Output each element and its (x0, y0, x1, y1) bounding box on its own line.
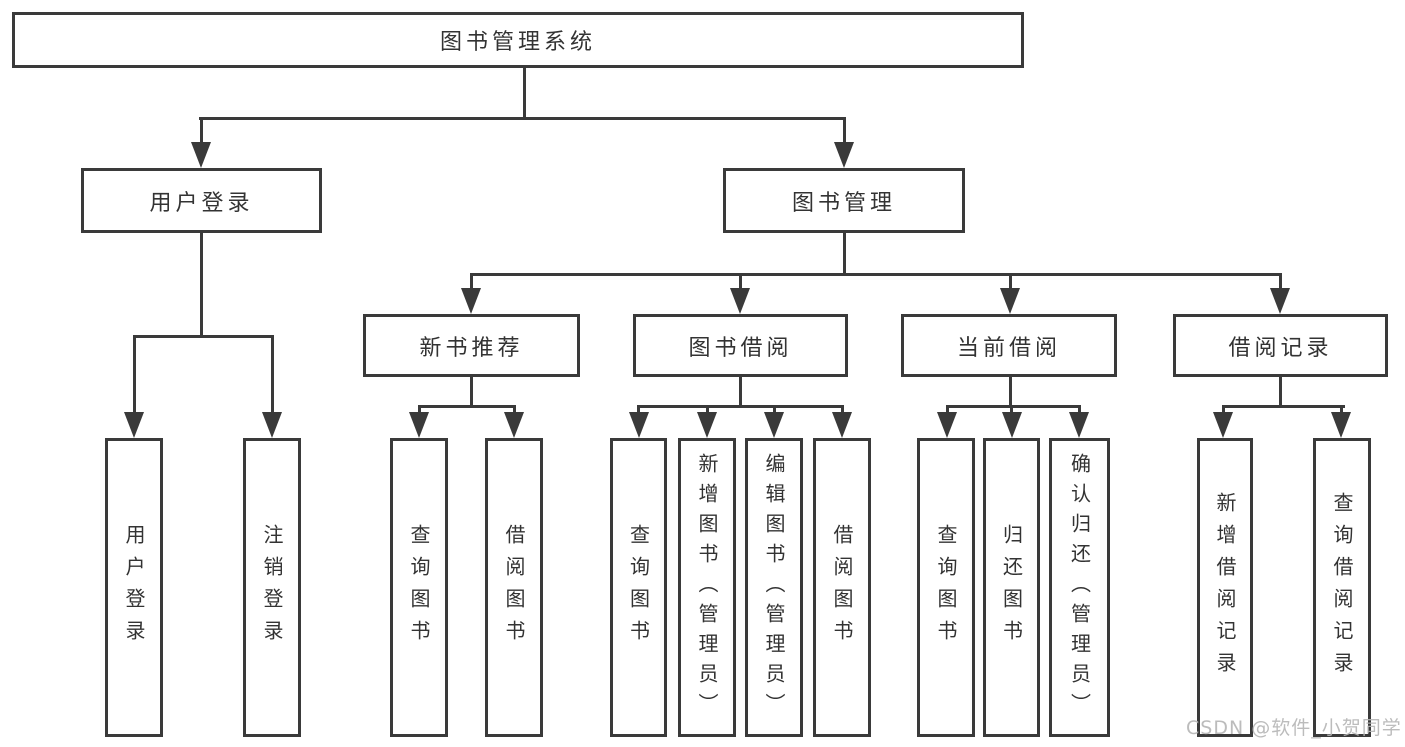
connector-stem-leaf-user-login (132, 338, 136, 413)
node-user-login-label: 用户登录 (149, 190, 254, 216)
leaf-user-login: 用户登录 (105, 438, 163, 737)
connector-stem (1339, 408, 1343, 414)
leaf-recommend-query-books-label: 查询图书 (407, 523, 431, 652)
leaf-borrow-add-books-admin: 新增图书（管理员） (678, 438, 736, 737)
connector-stem (1221, 408, 1225, 414)
node-borrow-records-label: 借阅记录 (1228, 335, 1333, 361)
leaf-user-login-label: 用户登录 (122, 523, 146, 652)
node-root-label: 图书管理系统 (439, 30, 596, 55)
node-new-book-recommend-label: 新书推荐 (419, 335, 524, 361)
node-new-book-recommend: 新书推荐 (363, 314, 580, 377)
connector-stem (1010, 408, 1013, 414)
leaf-records-add-record: 新增借阅记录 (1197, 438, 1253, 737)
arrowhead-down (937, 412, 957, 438)
node-root: 图书管理系统 (12, 12, 1024, 68)
connector-recommend-drop (469, 377, 473, 408)
connector-login-bar (132, 335, 274, 338)
leaf-borrow-edit-books-admin-label: 编辑图书（管理员） (762, 452, 786, 723)
arrowhead-down (697, 412, 717, 438)
arrowhead-down-leaf-user-login (124, 412, 144, 438)
arrowhead-down (1001, 412, 1022, 438)
connector-records-drop (1278, 377, 1282, 408)
arrowhead-down-current (1000, 288, 1020, 314)
arrowhead-down-login (191, 142, 211, 168)
leaf-borrow-borrow-books: 借阅图书 (813, 438, 871, 737)
csdn-watermark: CSDN @软件_小贺同学 (1186, 717, 1402, 739)
connector-stem (637, 408, 640, 414)
leaf-borrow-query-books-label: 查询图书 (626, 523, 651, 652)
connector-stem (840, 408, 844, 414)
connector-records-bar (1221, 405, 1345, 408)
arrowhead-down (1213, 412, 1233, 438)
connector-stem (417, 408, 421, 414)
arrowhead-down (764, 412, 784, 438)
arrowhead-down-recommend (461, 288, 481, 314)
connector-stem-records (1278, 276, 1282, 289)
arrowhead-down (409, 412, 429, 438)
connector-stem-recommend (469, 276, 473, 289)
leaf-borrow-query-books: 查询图书 (610, 438, 667, 737)
arrowhead-down (832, 412, 852, 438)
leaf-current-return-books: 归还图书 (983, 438, 1040, 737)
connector-stem (1077, 408, 1081, 414)
connector-stem-leaf-logout (270, 338, 274, 413)
leaf-logout-label: 注销登录 (260, 523, 284, 652)
leaf-recommend-borrow-books: 借阅图书 (485, 438, 543, 737)
connector-level2-bar (199, 117, 846, 120)
connector-root-drop (523, 68, 526, 120)
arrowhead-down (628, 412, 649, 438)
leaf-borrow-borrow-books-label: 借阅图书 (830, 523, 854, 652)
connector-stem-login (199, 120, 203, 144)
connector-stem-management (842, 120, 846, 144)
connector-borrow-drop (738, 377, 742, 408)
connector-stem-current (1008, 276, 1012, 289)
connector-borrow-bar (637, 405, 844, 408)
node-current-borrow: 当前借阅 (901, 314, 1117, 377)
connector-login-drop (199, 233, 203, 338)
leaf-borrow-edit-books-admin: 编辑图书（管理员） (745, 438, 803, 737)
node-book-borrow: 图书借阅 (633, 314, 848, 377)
connector-stem (772, 408, 776, 414)
node-borrow-records: 借阅记录 (1173, 314, 1388, 377)
leaf-current-return-books-label: 归还图书 (999, 523, 1024, 652)
leaf-recommend-borrow-books-label: 借阅图书 (502, 523, 526, 652)
leaf-current-confirm-return-admin: 确认归还（管理员） (1049, 438, 1110, 737)
connector-stem (945, 408, 949, 414)
leaf-records-add-record-label: 新增借阅记录 (1213, 491, 1237, 684)
connector-stem (705, 408, 709, 414)
leaf-records-query-record-label: 查询借阅记录 (1330, 491, 1354, 684)
leaf-current-query-books-label: 查询图书 (934, 523, 958, 652)
connector-stem (512, 408, 516, 414)
connector-current-bar (945, 405, 1081, 408)
connector-recommend-bar (417, 405, 516, 408)
node-current-borrow-label: 当前借阅 (956, 335, 1061, 361)
node-user-login: 用户登录 (81, 168, 322, 233)
leaf-logout: 注销登录 (243, 438, 301, 737)
connector-current-drop (1008, 377, 1012, 408)
arrowhead-down-management (834, 142, 854, 168)
arrowhead-down-leaf-logout (262, 412, 282, 438)
leaf-recommend-query-books: 查询图书 (390, 438, 448, 737)
arrowhead-down (504, 412, 524, 438)
arrowhead-down (1069, 412, 1089, 438)
node-book-management-label: 图书管理 (791, 190, 896, 216)
connector-management-drop (842, 233, 846, 276)
leaf-borrow-add-books-admin-label: 新增图书（管理员） (695, 452, 719, 723)
node-book-borrow-label: 图书借阅 (688, 335, 793, 361)
leaf-current-query-books: 查询图书 (917, 438, 975, 737)
arrowhead-down-records (1270, 288, 1290, 314)
arrowhead-down-borrow (730, 288, 750, 314)
connector-stem-borrow (738, 276, 742, 289)
leaf-current-confirm-return-admin-label: 确认归还（管理员） (1067, 452, 1092, 723)
leaf-records-query-record: 查询借阅记录 (1313, 438, 1371, 737)
connector-level3-bar (469, 273, 1282, 276)
arrowhead-down (1331, 412, 1351, 438)
node-book-management: 图书管理 (723, 168, 965, 233)
